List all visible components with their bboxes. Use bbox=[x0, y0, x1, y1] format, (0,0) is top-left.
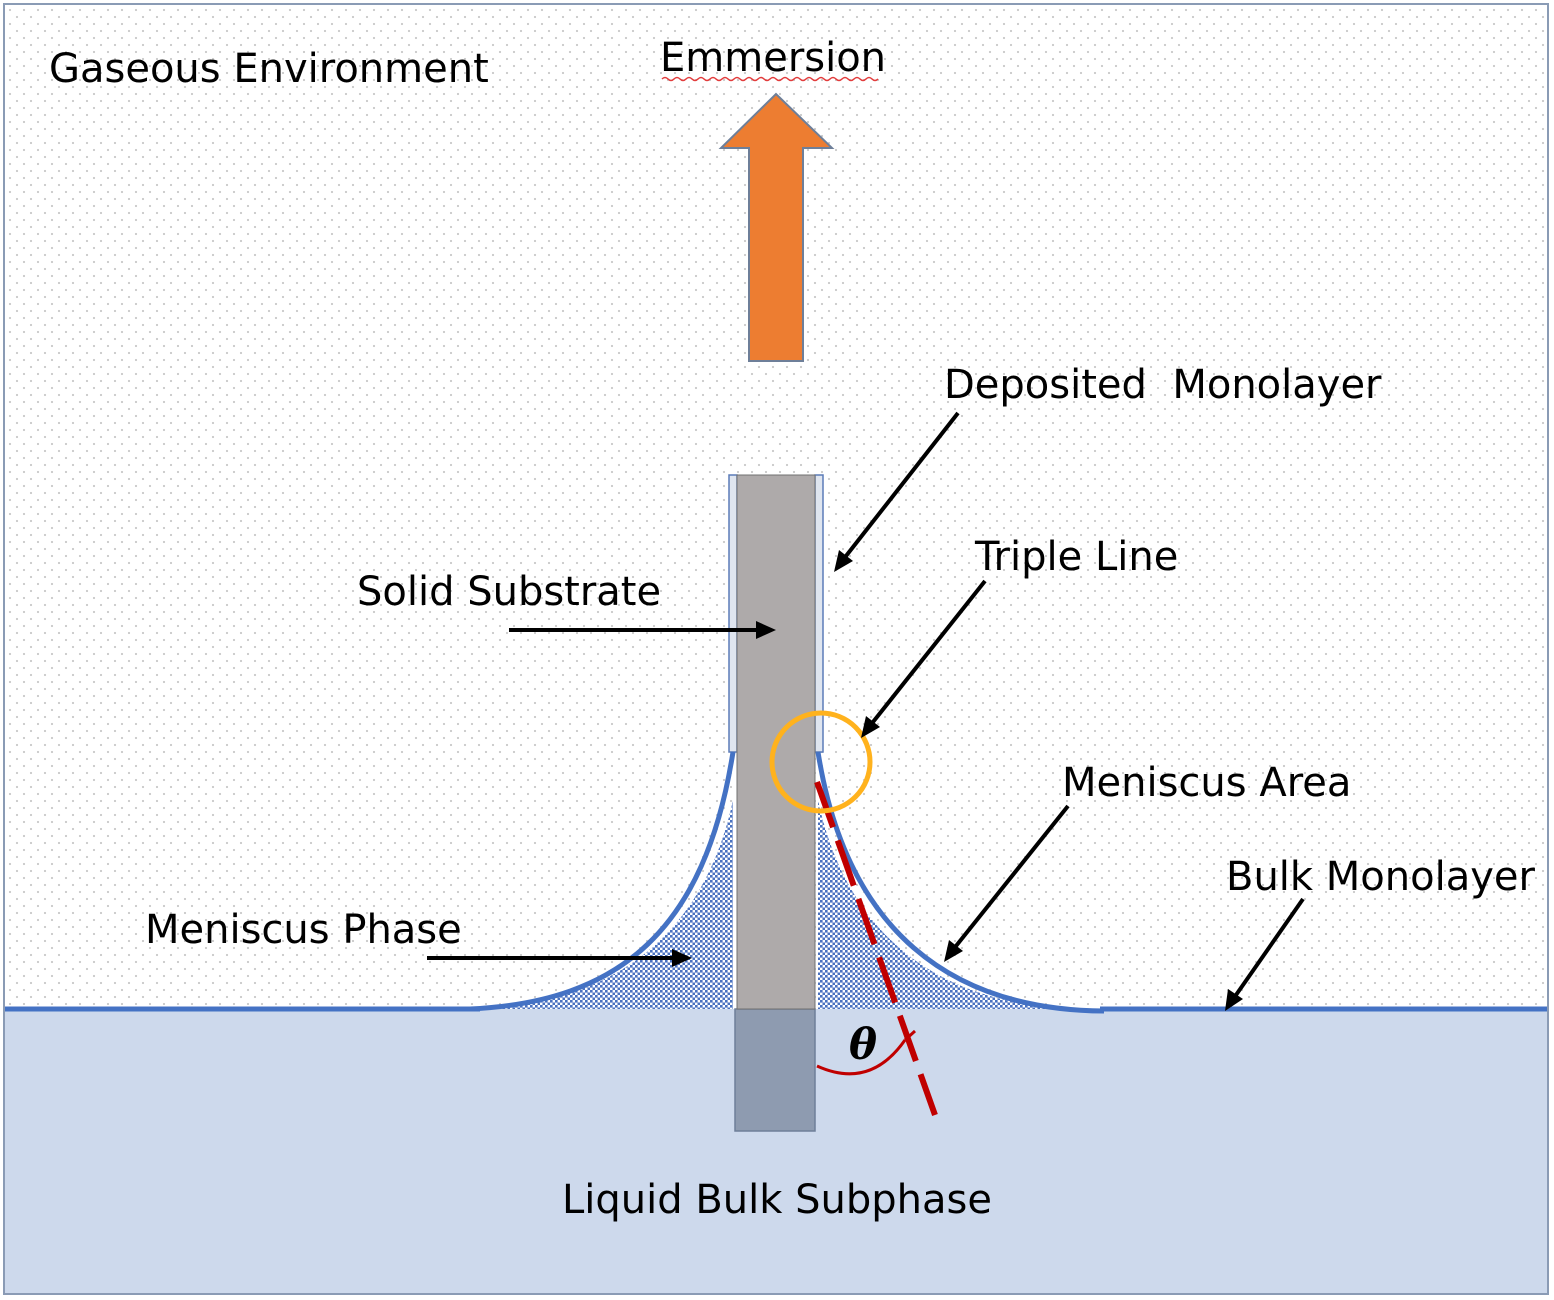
arrow-deposited-monolayer bbox=[844, 411, 960, 558]
label-emmersion: Emmersion bbox=[660, 35, 886, 81]
arrowhead-bulk-monolayer bbox=[1225, 989, 1243, 1011]
deposited-monolayer-right bbox=[814, 474, 824, 753]
meniscus-curve-right bbox=[815, 751, 1105, 1014]
meniscus-curve-left bbox=[469, 751, 736, 1012]
contact-angle-arc-tick bbox=[903, 1029, 917, 1042]
contact-angle-arc bbox=[816, 1039, 907, 1076]
arrow-meniscus-area bbox=[954, 804, 1070, 948]
label-bulk-monolayer: Bulk Monolayer bbox=[1226, 854, 1536, 900]
emmersion-arrow-icon bbox=[718, 92, 835, 362]
substrate-submerged bbox=[734, 1008, 816, 1132]
pointer-arrows bbox=[427, 411, 1305, 1011]
arrowhead-solid-substrate bbox=[756, 621, 776, 639]
label-deposited-monolayer: Deposited Monolayer bbox=[944, 362, 1382, 408]
label-meniscus-phase: Meniscus Phase bbox=[145, 907, 462, 953]
label-triple-line: Triple Line bbox=[974, 534, 1178, 580]
label-meniscus-area: Meniscus Area bbox=[1062, 760, 1351, 806]
diagram-frame bbox=[3, 3, 1549, 1295]
triple-line-circle bbox=[769, 710, 873, 814]
arrowhead-triple-line bbox=[861, 716, 880, 738]
deposited-monolayer-left bbox=[728, 474, 738, 753]
label-theta: θ bbox=[849, 1020, 877, 1069]
arrowhead-deposited-monolayer bbox=[834, 550, 853, 572]
arrow-triple-line bbox=[871, 579, 987, 724]
label-solid-substrate: Solid Substrate bbox=[357, 569, 661, 615]
contact-angle-line bbox=[814, 780, 938, 1117]
label-gaseous-environment: Gaseous Environment bbox=[49, 46, 489, 92]
arrowhead-meniscus-area bbox=[944, 940, 963, 962]
spellcheck-underline bbox=[661, 76, 879, 82]
arrowhead-meniscus-phase bbox=[672, 949, 692, 967]
label-liquid-bulk-subphase: Liquid Bulk Subphase bbox=[562, 1177, 992, 1223]
arrow-bulk-monolayer bbox=[1234, 897, 1305, 997]
